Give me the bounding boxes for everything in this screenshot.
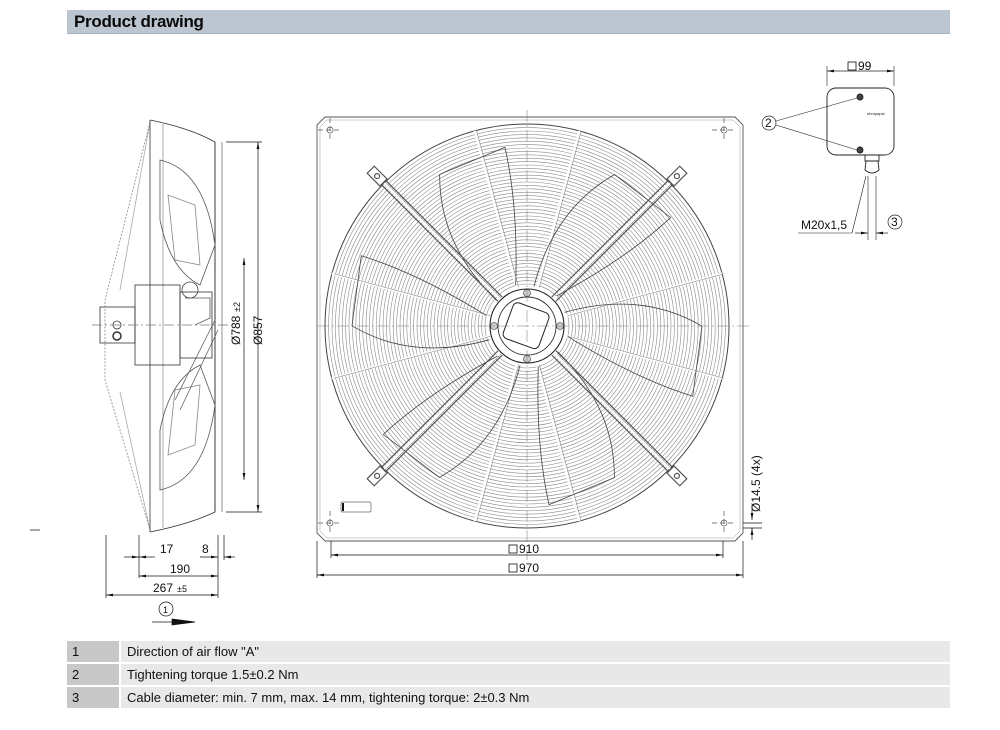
guard-spoke-edge <box>567 336 725 379</box>
dim-267: 267 <box>153 581 173 595</box>
support-strut <box>374 177 499 302</box>
square-symbol-99 <box>847 61 857 71</box>
square-symbol-970 <box>508 563 518 573</box>
dim-inner-diameter-tol: ±2 <box>232 302 242 312</box>
strut-foot-hole <box>373 172 381 180</box>
legend-text: Tightening torque 1.5±0.2 Nm <box>121 664 950 685</box>
dim-hole: Ø14.5 (4x) <box>749 455 763 512</box>
legend-row: 1 Direction of air flow "A" <box>67 641 950 662</box>
side-view <box>30 119 235 533</box>
strut-foot <box>666 165 688 187</box>
thread-label: M20x1,5 <box>801 218 847 232</box>
guard-spoke-edge <box>557 182 673 298</box>
dim-970: 970 <box>519 561 539 575</box>
guard-spoke <box>383 182 500 299</box>
guard-spoke-edge <box>385 354 501 470</box>
legend-table: 1 Direction of air flow "A" 2 Tightening… <box>67 641 950 710</box>
front-view <box>316 110 750 560</box>
dim-910: 910 <box>519 542 539 556</box>
strut-foot <box>366 165 388 187</box>
legend-number: 1 <box>67 641 119 662</box>
callout-torque: 2 <box>765 116 772 130</box>
guard-cone <box>104 121 151 531</box>
guard-spoke-edge <box>333 273 491 316</box>
legend-text: Cable diameter: min. 7 mm, max. 14 mm, t… <box>121 687 950 708</box>
support-strut <box>555 177 680 302</box>
guard-spoke-edge <box>333 336 491 379</box>
blade-upper <box>159 159 216 286</box>
fan-blade <box>533 174 672 297</box>
strut-foot-hole <box>673 172 681 180</box>
terminal-box-body <box>826 87 895 156</box>
brand-mark: ebmpapst <box>867 111 885 116</box>
side-dimensions <box>105 141 262 626</box>
blade-lower <box>159 364 216 491</box>
guard-spoke-edge <box>539 364 582 522</box>
dim-17: 17 <box>160 542 174 556</box>
dim-190: 190 <box>170 562 190 576</box>
support-strut <box>551 173 676 298</box>
dim-inner-diameter: Ø788 <box>229 315 243 345</box>
legend-number: 3 <box>67 687 119 708</box>
support-strut <box>555 350 680 475</box>
support-strut <box>374 350 499 475</box>
label-plate <box>340 501 372 513</box>
guard-spoke-edge <box>539 130 582 288</box>
guard-spoke <box>331 335 489 380</box>
dim-8: 8 <box>202 542 209 556</box>
product-drawing: Ø788 ±2 Ø857 17 8 190 267 ±5 1 <box>30 59 903 626</box>
guard-spoke <box>554 353 671 470</box>
terminal-box-view <box>761 66 903 240</box>
fan-blade <box>382 355 521 478</box>
legend-text: Direction of air flow "A" <box>121 641 950 662</box>
support-strut <box>551 354 676 479</box>
strut-foot <box>366 465 388 487</box>
strut-foot <box>666 465 688 487</box>
guard-spoke <box>565 272 723 317</box>
dim-99: 99 <box>858 59 872 73</box>
strut-foot-hole <box>673 472 681 480</box>
guard-spoke <box>473 364 518 522</box>
guard-spoke-edge <box>385 182 501 298</box>
legend-row: 2 Tightening torque 1.5±0.2 Nm <box>67 664 950 685</box>
hub-terminal-box <box>502 302 550 350</box>
callout-cable: 3 <box>891 215 898 229</box>
fan-blade <box>439 146 517 301</box>
dim-outer-diameter: Ø857 <box>251 315 265 345</box>
guard-spoke-edge <box>476 130 519 288</box>
support-strut <box>378 354 503 479</box>
fan-blade <box>537 351 615 506</box>
legend-row: 3 Cable diameter: min. 7 mm, max. 14 mm,… <box>67 687 950 708</box>
mounting-plate <box>316 116 744 542</box>
guard-spoke-edge <box>567 273 725 316</box>
section-title: Product drawing <box>74 12 204 31</box>
square-symbol-910 <box>508 544 518 554</box>
guard-spoke-edge <box>557 354 673 470</box>
callout-airflow: 1 <box>163 605 168 615</box>
dim-267-tol: ±5 <box>177 584 187 594</box>
section-header: Product drawing <box>67 10 950 34</box>
front-dimensions <box>316 505 762 578</box>
legend-number: 2 <box>67 664 119 685</box>
guard-spoke <box>536 130 581 288</box>
strut-foot-hole <box>373 472 381 480</box>
support-strut <box>378 173 503 298</box>
